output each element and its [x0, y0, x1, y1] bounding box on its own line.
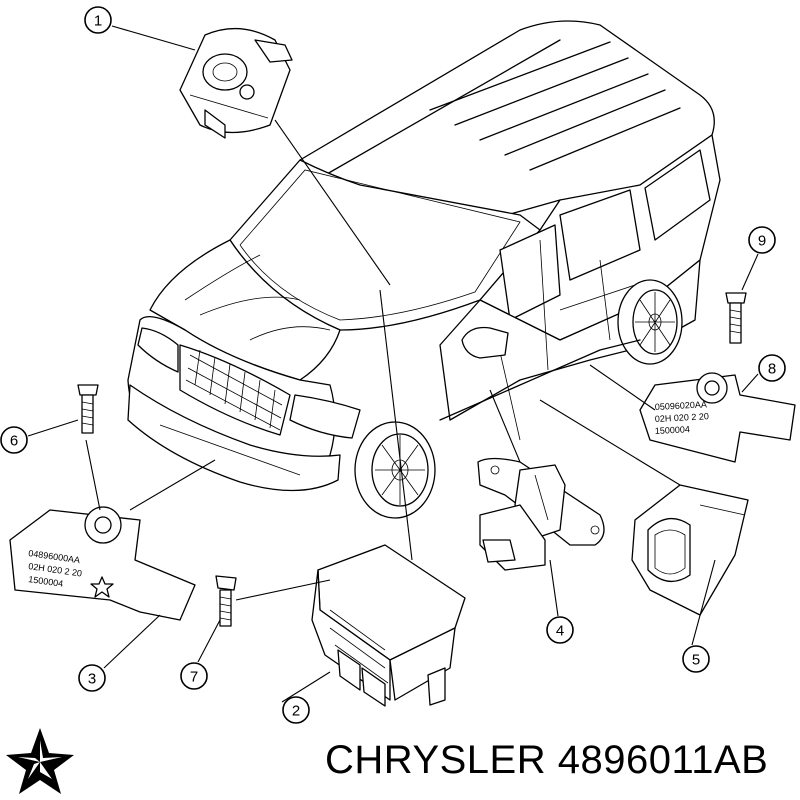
callout-circle: [546, 616, 574, 644]
callout-number: 4: [556, 623, 564, 640]
callout-circle: [0, 426, 28, 454]
callout-circle: [682, 645, 710, 673]
callout-number: 5: [692, 652, 700, 669]
callout-number: 6: [10, 433, 18, 450]
callout-2: 2: [282, 696, 310, 724]
callout-circle: [180, 662, 208, 690]
part-4-sensor-bracket: [477, 457, 605, 571]
callout-number: 8: [768, 361, 776, 378]
part-5-connector: [631, 484, 749, 616]
part-3-impact-sensor-left: 04896000AA 02H 020 2 20 1500004: [9, 506, 196, 621]
rear-wheel: [617, 279, 683, 365]
callout-number: 2: [292, 703, 300, 720]
part-8-impact-sensor-right: 05096020AA 02H 020 2 20 1500004: [639, 372, 796, 463]
callout-circle: [758, 354, 786, 382]
callout-7: 7: [180, 662, 208, 690]
callout-number: 1: [94, 13, 102, 30]
callout-3: 3: [78, 664, 106, 692]
callout-circle: [748, 226, 776, 254]
sensor-right-label-3: 1500004: [655, 424, 691, 436]
callout-6: 6: [0, 426, 28, 454]
brand-part-number: CHRYSLER 4896011AB: [325, 738, 769, 782]
callout-number: 3: [88, 671, 96, 688]
sensor-left-label-3: 1500004: [28, 574, 64, 589]
part-1-clockspring: [179, 27, 293, 139]
callout-1: 1: [84, 6, 112, 34]
sensor-right-label-2: 02H 020 2 20: [655, 411, 709, 424]
callout-number: 9: [758, 233, 766, 250]
callout-4: 4: [546, 616, 574, 644]
callout-9: 9: [748, 226, 776, 254]
part-2-control-module: [311, 544, 466, 707]
callout-numbers: 1 2 3 4 5 6 7 8 9: [0, 6, 786, 724]
minivan-illustration: [127, 20, 721, 519]
callout-number: 7: [190, 669, 198, 686]
leader-lines: [27, 25, 759, 703]
callout-5: 5: [682, 645, 710, 673]
callout-circle: [282, 696, 310, 724]
chrysler-pentastar-logo: [6, 728, 74, 794]
part-7-bolt: [215, 575, 237, 627]
part-9-bolt: [725, 292, 747, 344]
callout-circle: [78, 664, 106, 692]
callout-8: 8: [758, 354, 786, 382]
part-6-bolt: [77, 384, 99, 434]
callout-circle: [84, 6, 112, 34]
front-wheel: [354, 421, 436, 519]
sensor-right-label-1: 05096020AA: [655, 399, 708, 412]
